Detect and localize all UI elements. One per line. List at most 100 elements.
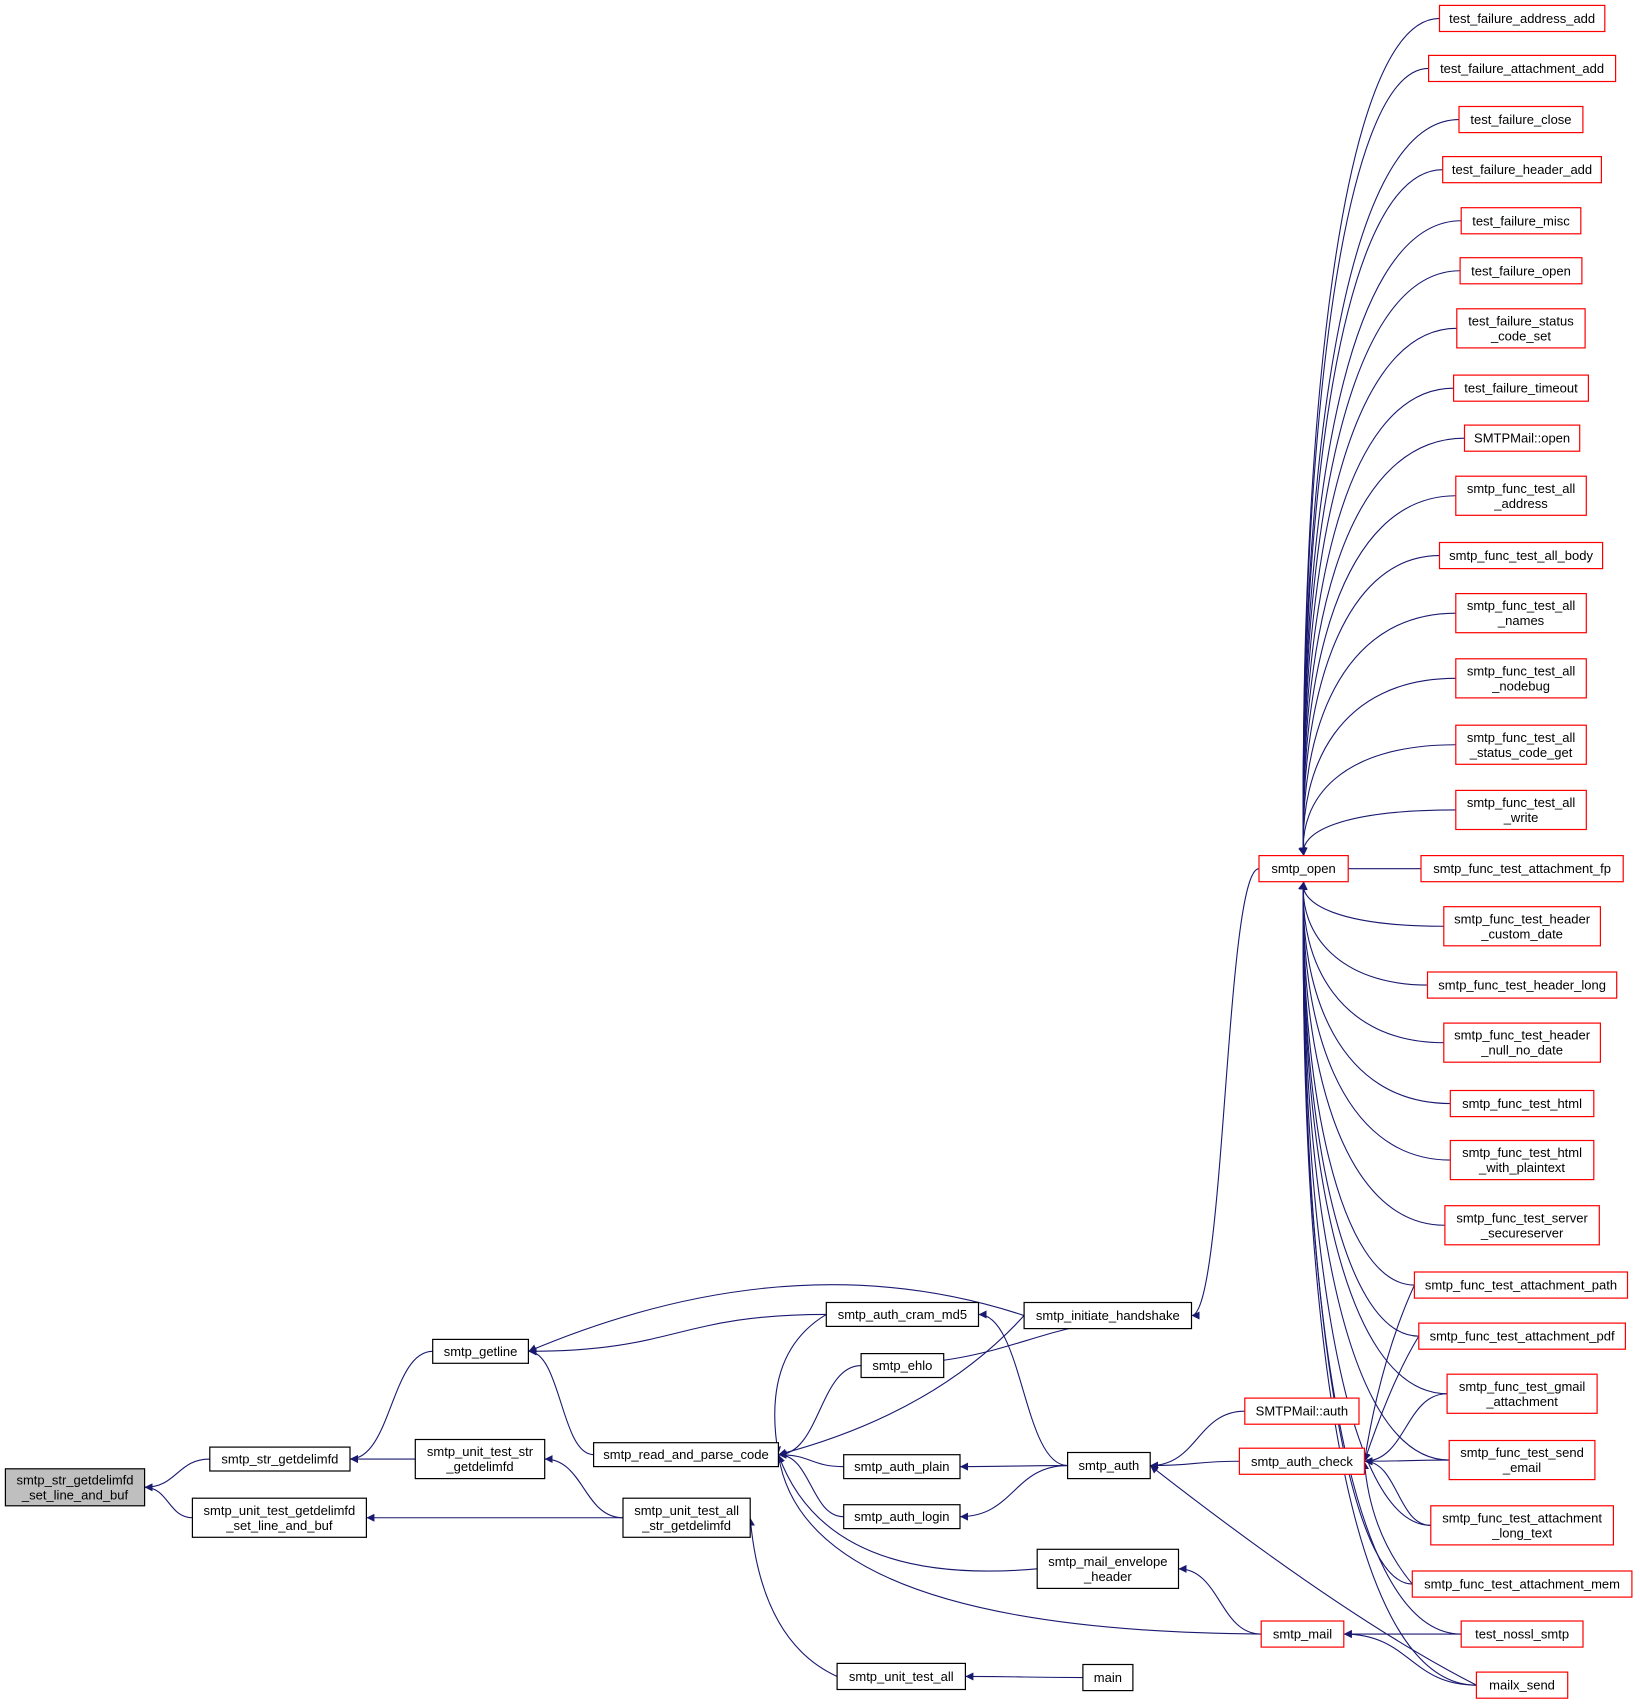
node-root[interactable]: smtp_str_getdelimfd_set_line_and_buf xyxy=(4,1468,146,1507)
node-f-names[interactable]: smtp_func_test_all_names xyxy=(1455,592,1587,634)
edge-f_send_email-to-auth_check xyxy=(1364,1457,1450,1466)
node-label: test_failure_open xyxy=(1471,263,1571,278)
node-label: SMTPMail::auth xyxy=(1256,1404,1348,1419)
node-box xyxy=(209,1446,351,1472)
node-t-close[interactable]: test_failure_close xyxy=(1458,105,1584,134)
edge-f_attach_pdf-to-smtp_open xyxy=(1299,881,1419,1337)
node-unit-all-str[interactable]: smtp_unit_test_all_str_getdelimfd xyxy=(622,1497,751,1538)
node-f-hdr-null[interactable]: smtp_func_test_header_null_no_date xyxy=(1443,1022,1602,1063)
node-smtp-open[interactable]: smtp_open xyxy=(1258,854,1349,883)
node-f-server[interactable]: smtp_func_test_server_secureserver xyxy=(1444,1205,1600,1246)
node-f-address[interactable]: smtp_func_test_all_address xyxy=(1455,475,1587,516)
node-unit-getdelimfd-set[interactable]: smtp_unit_test_getdelimfd_set_line_and_b… xyxy=(191,1497,367,1538)
node-f-html-plain[interactable]: smtp_func_test_html_with_plaintext xyxy=(1449,1139,1595,1181)
node-label: test_failure_close xyxy=(1470,112,1571,127)
node-label: smtp_mail_envelope xyxy=(1048,1554,1167,1569)
node-label: smtp_func_test_attachment_mem xyxy=(1424,1577,1620,1592)
node-box xyxy=(1452,374,1589,402)
node-f-attach-long[interactable]: smtp_func_test_attachment_long_text xyxy=(1430,1505,1615,1546)
node-box xyxy=(1455,724,1587,765)
node-f-attach-path[interactable]: smtp_func_test_attachment_path xyxy=(1413,1271,1629,1299)
node-f-status-get[interactable]: smtp_func_test_all_status_code_get xyxy=(1455,724,1587,765)
node-label: smtp_auth_login xyxy=(854,1509,949,1524)
node-label: _secureserver xyxy=(1480,1225,1564,1240)
edge-mailx-to-auth xyxy=(1149,1465,1477,1686)
node-label: _header xyxy=(1083,1569,1132,1584)
node-f-hdr-custom[interactable]: smtp_func_test_header_custom_date xyxy=(1443,906,1602,947)
node-label: _str_getdelimfd xyxy=(641,1518,731,1533)
node-box xyxy=(1438,4,1606,33)
node-smtpmail-open[interactable]: SMTPMail::open xyxy=(1463,424,1581,452)
node-f-attach-pdf[interactable]: smtp_func_test_attachment_pdf xyxy=(1418,1322,1627,1350)
edge-f_attach_pdf-to-auth_check xyxy=(1363,1335,1420,1462)
edge-mailx-to-smtp_open xyxy=(1299,881,1477,1686)
node-f-html[interactable]: smtp_func_test_html xyxy=(1449,1089,1595,1118)
node-box xyxy=(1444,1205,1600,1246)
node-t-open[interactable]: test_failure_open xyxy=(1459,257,1583,285)
edge-f_hdr_null-to-smtp_open xyxy=(1299,881,1444,1044)
edge-smtp_mail-to-read_and_parse xyxy=(775,1454,1262,1635)
edge-f_gmail-to-auth_check xyxy=(1364,1393,1448,1466)
edge-f_nodebug-to-smtp_open xyxy=(1299,677,1456,856)
node-t-status[interactable]: test_failure_status_code_set xyxy=(1456,308,1586,349)
node-label: smtp_func_test_header xyxy=(1454,1028,1591,1043)
node-box xyxy=(1430,1505,1615,1546)
node-str-getdelimfd[interactable]: smtp_str_getdelimfd xyxy=(209,1446,351,1472)
edge-f_status_get-to-smtp_open xyxy=(1298,744,1456,856)
node-unit-str-getdelimfd[interactable]: smtp_unit_test_str_getdelimfd xyxy=(414,1438,546,1480)
node-label: _code_set xyxy=(1490,328,1551,343)
node-mail-envelope[interactable]: smtp_mail_envelope_header xyxy=(1036,1548,1180,1590)
node-box xyxy=(592,1442,779,1468)
node-f-hdr-long[interactable]: smtp_func_test_header_long xyxy=(1426,971,1618,999)
node-f-send-email[interactable]: smtp_func_test_send_email xyxy=(1448,1439,1596,1481)
node-f-write[interactable]: smtp_func_test_all_write xyxy=(1455,789,1587,831)
node-t-misc[interactable]: test_failure_misc xyxy=(1460,207,1582,235)
node-box xyxy=(1460,207,1582,235)
node-auth-check[interactable]: smtp_auth_check xyxy=(1238,1447,1366,1475)
node-label: smtp_str_getdelimfd xyxy=(221,1452,338,1467)
node-box xyxy=(432,1338,530,1364)
node-label: _attachment xyxy=(1485,1394,1558,1409)
edge-f_attach_path-to-smtp_open xyxy=(1299,881,1415,1286)
node-auth[interactable]: smtp_auth xyxy=(1066,1451,1151,1480)
node-f-attach-mem[interactable]: smtp_func_test_attachment_mem xyxy=(1411,1570,1633,1598)
node-auth-login[interactable]: smtp_auth_login xyxy=(843,1504,961,1530)
edge-ehlo-to-read_and_parse xyxy=(778,1365,862,1459)
node-box xyxy=(825,1301,980,1327)
edge-t_timeout-to-smtp_open xyxy=(1299,387,1454,856)
node-f-gmail[interactable]: smtp_func_test_gmail_attachment xyxy=(1446,1373,1598,1414)
node-box xyxy=(1442,156,1602,184)
node-nossl[interactable]: test_nossl_smtp xyxy=(1460,1620,1584,1648)
node-f-nodebug[interactable]: smtp_func_test_all_nodebug xyxy=(1455,658,1587,699)
node-f-attach-fp[interactable]: smtp_func_test_attachment_fp xyxy=(1420,854,1624,883)
edge-smtpmail_auth-to-auth xyxy=(1150,1410,1245,1470)
node-label: main xyxy=(1094,1670,1122,1685)
node-main[interactable]: main xyxy=(1082,1663,1134,1692)
node-box xyxy=(1455,789,1587,831)
edge-initiate_handshake-to-getline xyxy=(528,1284,1025,1352)
node-cram-md5[interactable]: smtp_auth_cram_md5 xyxy=(825,1301,980,1327)
node-label: _getdelimfd xyxy=(445,1459,513,1474)
node-label: SMTPMail::open xyxy=(1474,431,1570,446)
node-smtp-mail[interactable]: smtp_mail xyxy=(1260,1620,1345,1648)
node-t-attach-add[interactable]: test_failure_attachment_add xyxy=(1427,54,1617,83)
node-ehlo[interactable]: smtp_ehlo xyxy=(860,1352,945,1379)
node-t-header-add[interactable]: test_failure_header_add xyxy=(1442,156,1602,184)
edge-f_server-to-smtp_open xyxy=(1299,881,1445,1226)
edge-f_attach_mem-to-auth_check xyxy=(1361,1461,1413,1585)
node-getline[interactable]: smtp_getline xyxy=(432,1338,530,1364)
node-f-body[interactable]: smtp_func_test_all_body xyxy=(1438,541,1604,570)
node-t-addr-add[interactable]: test_failure_address_add xyxy=(1438,4,1606,33)
node-label: _email xyxy=(1502,1460,1541,1475)
node-t-timeout[interactable]: test_failure_timeout xyxy=(1452,374,1589,402)
node-mailx[interactable]: mailx_send xyxy=(1475,1671,1569,1699)
node-smtpmail-auth[interactable]: SMTPMail::auth xyxy=(1244,1397,1360,1425)
node-read-and-parse[interactable]: smtp_read_and_parse_code xyxy=(592,1442,779,1468)
node-auth-plain[interactable]: smtp_auth_plain xyxy=(843,1454,961,1480)
node-initiate-handshake[interactable]: smtp_initiate_handshake xyxy=(1023,1301,1193,1330)
node-label: test_nossl_smtp xyxy=(1475,1627,1569,1642)
nodes: smtp_str_getdelimfd_set_line_and_bufsmtp… xyxy=(4,4,1633,1699)
node-label: _set_line_and_buf xyxy=(21,1487,129,1502)
node-unit-test-all[interactable]: smtp_unit_test_all xyxy=(836,1662,966,1691)
